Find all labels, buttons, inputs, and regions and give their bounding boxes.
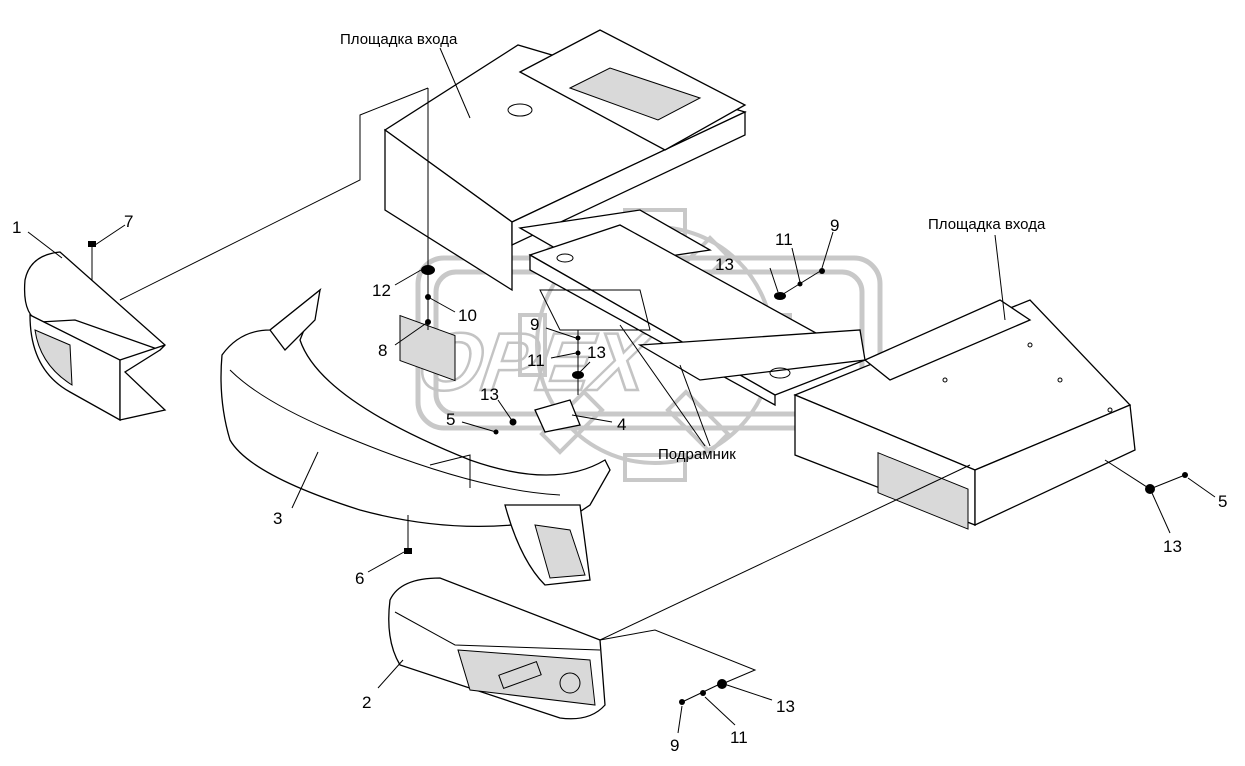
- bracket-4: [534, 399, 581, 433]
- callout-11-bottom: 11: [730, 728, 748, 747]
- callout-13-bottom: 13: [776, 697, 795, 716]
- washer-12: [421, 265, 435, 275]
- callout-13-subframe: 13: [715, 255, 734, 274]
- captions: Площадка входа Площадка входа Подрамник: [340, 31, 1046, 463]
- callout-9-center: 9: [530, 315, 539, 334]
- caption-subframe: Подрамник: [658, 446, 736, 463]
- callout-3: 3: [273, 509, 282, 528]
- callout-10: 10: [458, 306, 477, 325]
- caption-entry-platform-left: Площадка входа: [340, 31, 458, 48]
- callout-4: 4: [617, 415, 626, 434]
- callout-6: 6: [355, 569, 364, 588]
- reference-lines: [119, 87, 1151, 685]
- callout-5-center: 5: [446, 410, 455, 429]
- callout-9-subframe: 9: [830, 216, 839, 235]
- callout-5-right: 5: [1218, 492, 1227, 511]
- callout-13-right: 13: [1163, 537, 1182, 556]
- part-3-bumper: [220, 287, 611, 586]
- callout-8: 8: [378, 341, 387, 360]
- callout-7: 7: [124, 212, 133, 231]
- part-2-right-light-housing: [388, 577, 606, 720]
- callout-13-center: 13: [587, 343, 606, 362]
- fasteners: [88, 88, 1188, 705]
- callout-1: 1: [12, 218, 21, 237]
- entry-platform-right: [793, 299, 1136, 530]
- leader-lines: [27, 47, 1216, 734]
- callout-9-bottom: 9: [670, 736, 679, 755]
- caption-entry-platform-right: Площадка входа: [928, 216, 1046, 233]
- callout-12: 12: [372, 281, 391, 300]
- bolt-6: [404, 548, 412, 554]
- callout-11-subframe: 11: [775, 230, 793, 249]
- bolt-7: [88, 241, 96, 247]
- callout-11-center: 11: [527, 351, 545, 370]
- subframe: [528, 224, 867, 407]
- callout-13-bracket: 13: [480, 385, 499, 404]
- part-1-left-light-housing: [23, 251, 167, 422]
- callout-2: 2: [362, 693, 371, 712]
- callout-labels: 1 7 3 2 6 12 8 10 5 13 4 9 11 13 13 11 9…: [12, 212, 1227, 755]
